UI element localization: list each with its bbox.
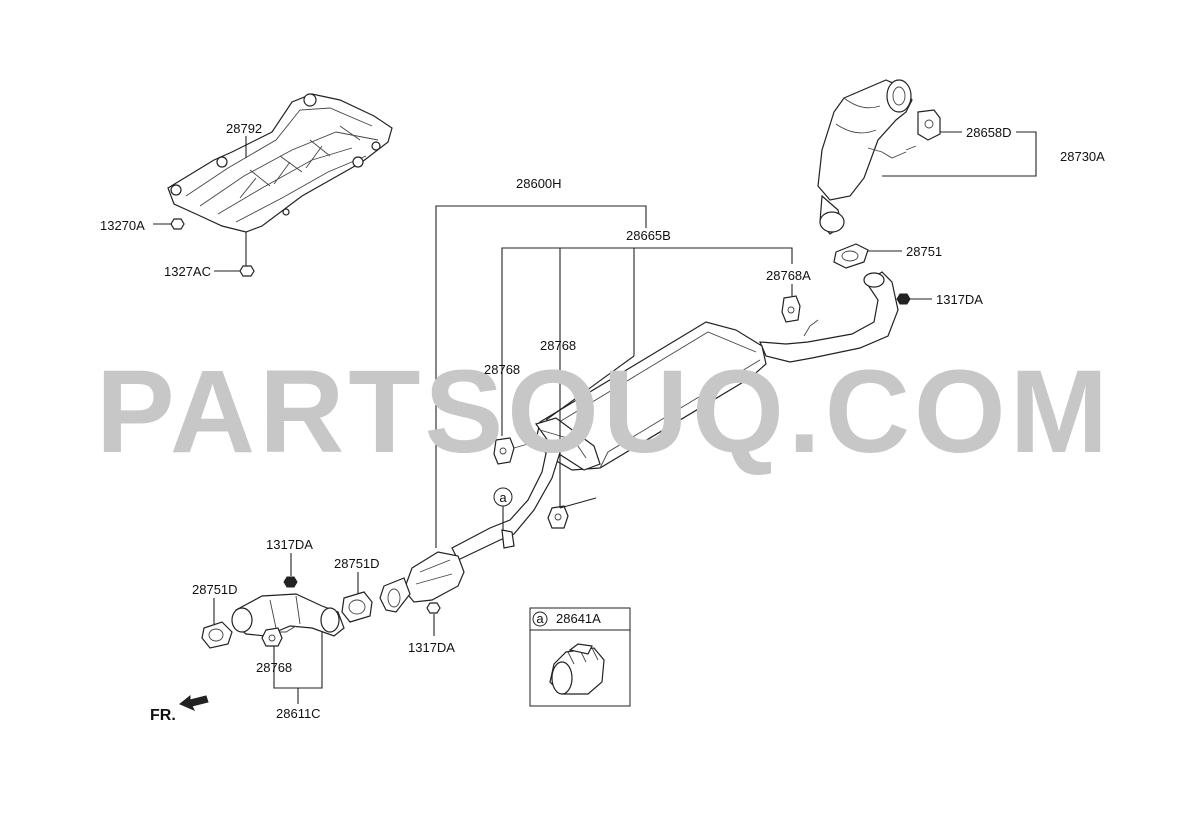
label-13270a[interactable]: 13270A bbox=[100, 218, 145, 233]
gasket-28751d-center-icon bbox=[341, 591, 373, 623]
label-28768a[interactable]: 28768A bbox=[766, 268, 811, 283]
label-28641a[interactable]: 28641A bbox=[556, 611, 601, 626]
label-28792[interactable]: 28792 bbox=[226, 121, 262, 136]
front-arrow-icon bbox=[179, 694, 209, 711]
label-28611c[interactable]: 28611C bbox=[276, 706, 321, 721]
label-28658d[interactable]: 28658D bbox=[966, 125, 1012, 140]
center-pipe-part[interactable] bbox=[451, 443, 563, 561]
callout-a-text: a bbox=[499, 490, 507, 505]
hanger-28658d-icon bbox=[917, 109, 941, 141]
label-28665b[interactable]: 28665B bbox=[626, 228, 671, 243]
catalytic-converter-part[interactable] bbox=[817, 79, 917, 235]
label-28730a[interactable]: 28730A bbox=[1060, 149, 1105, 164]
label-28751[interactable]: 28751 bbox=[906, 244, 942, 259]
gasket-28751-icon bbox=[833, 243, 869, 269]
front-direction-marker: FR. bbox=[150, 694, 209, 724]
clamp-detail-box bbox=[529, 607, 631, 707]
under-cover-part[interactable] bbox=[167, 93, 393, 233]
label-28768-mid[interactable]: 28768 bbox=[540, 338, 576, 353]
hanger-28768-mid-icon bbox=[547, 505, 569, 529]
nut-1317da-left-icon bbox=[283, 576, 298, 588]
label-1317da-right[interactable]: 1317DA bbox=[936, 292, 983, 307]
callout-a-marker: a bbox=[493, 487, 513, 507]
label-28600h[interactable]: 28600H bbox=[516, 176, 562, 191]
label-28768-bottom[interactable]: 28768 bbox=[256, 660, 292, 675]
label-28751d-center[interactable]: 28751D bbox=[334, 556, 380, 571]
hanger-28768-bottom-icon bbox=[261, 627, 283, 647]
label-1327ac[interactable]: 1327AC bbox=[164, 264, 211, 279]
watermark-text: PARTSOUQ.COM bbox=[96, 346, 1112, 478]
label-1317da-center[interactable]: 1317DA bbox=[408, 640, 455, 655]
nut-1317da-right-icon bbox=[896, 293, 911, 305]
bolt-13270a-icon bbox=[170, 218, 185, 230]
main-muffler-part[interactable] bbox=[535, 321, 767, 471]
nut-1317da-center-icon bbox=[426, 602, 441, 614]
label-28768-left[interactable]: 28768 bbox=[484, 362, 520, 377]
nut-1327ac-icon bbox=[239, 265, 255, 277]
hanger-28768-left-icon bbox=[493, 437, 529, 465]
front-pipe-part[interactable] bbox=[759, 271, 899, 363]
front-marker-text: FR. bbox=[150, 707, 176, 724]
label-28751d-left[interactable]: 28751D bbox=[192, 582, 238, 597]
hanger-28768a-icon bbox=[781, 295, 801, 323]
clamp-callout-a-text: a bbox=[536, 611, 544, 626]
label-1317da-left[interactable]: 1317DA bbox=[266, 537, 313, 552]
leader-lines bbox=[153, 131, 1037, 704]
lower-converter-part[interactable] bbox=[379, 551, 465, 613]
exhaust-pipe-28611c-part[interactable] bbox=[231, 593, 345, 637]
gasket-28751d-left-icon bbox=[201, 621, 233, 649]
